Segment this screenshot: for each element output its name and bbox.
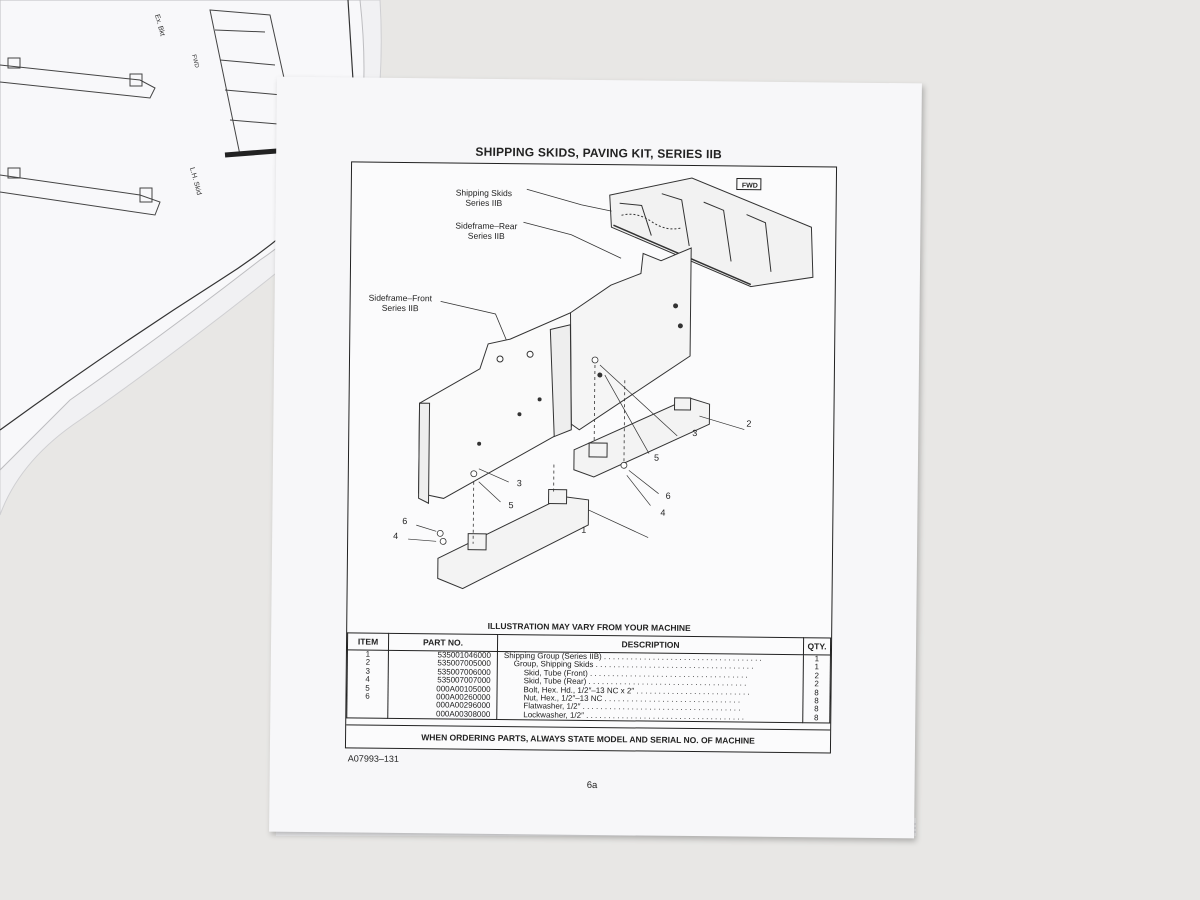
item-number: 1 — [581, 524, 587, 535]
callout-sideframe-front-text: Sideframe–Front Series IIB — [368, 292, 433, 314]
table-body: 1 2 3 4 5 6 535001046000 535007005000 53… — [346, 649, 831, 724]
callout-sideframe-rear-text: Sideframe–Rear Series IIB — [455, 220, 518, 242]
item-number: 5 — [653, 452, 660, 463]
document-number: A07993–131 — [347, 753, 399, 764]
item-number: 4 — [660, 507, 666, 518]
table-cell: 2 — [365, 658, 371, 668]
callout-sideframe-rear: Sideframe–Rear Series IIB — [455, 221, 517, 242]
table-cell: 4 — [365, 675, 370, 684]
table-cell: 1 — [365, 650, 371, 659]
front-skid — [437, 489, 590, 590]
callout-shipping-skids-text: Shipping Skids Series IIB — [455, 187, 513, 209]
item-number: 6 — [665, 490, 671, 501]
table-cell: 000A00308000 — [435, 709, 491, 719]
machine-overview-drawing — [609, 177, 814, 288]
table-cell: 2 — [814, 680, 819, 689]
header-part-no: PART NO. — [388, 633, 498, 652]
item-number: 4 — [393, 530, 399, 541]
page-number: 6a — [586, 779, 598, 792]
description-column: Shipping Group (Series IIB) . . . . . . … — [496, 651, 804, 723]
page-title: SHIPPING SKIDS, PAVING KIT, SERIES IIB — [475, 144, 723, 162]
table-cell: 8 — [814, 688, 819, 697]
front-sideframe — [418, 311, 572, 505]
manual-page: SHIPPING SKIDS, PAVING KIT, SERIES IIB F… — [269, 76, 922, 839]
item-number: 5 — [508, 500, 514, 511]
fwd-label: FWD — [742, 183, 758, 190]
callout-sideframe-front: Sideframe–Front Series IIB — [368, 292, 433, 314]
header-qty: QTY. — [803, 637, 831, 655]
rear-sideframe — [568, 247, 692, 431]
exploded-view-illustration: FWD — [408, 177, 814, 590]
table-cell: 8 — [814, 705, 819, 714]
item-number: 6 — [402, 515, 408, 527]
item-number: 3 — [516, 478, 522, 489]
fwd-arrow-icon — [736, 177, 762, 191]
table-cell: 1 — [814, 655, 820, 664]
table-cell: 1 — [814, 663, 820, 672]
item-number: 3 — [692, 428, 698, 439]
fwd-label-bg: FWD — [190, 54, 200, 69]
parts-table: ITEM PART NO. DESCRIPTION QTY. 1 2 3 — [346, 632, 831, 724]
table-cell: 8 — [814, 697, 819, 706]
table-cell: 8 — [814, 714, 819, 723]
table-cell: 5 — [365, 684, 370, 693]
table-cell: 3 — [365, 667, 371, 676]
rear-skid — [573, 397, 711, 478]
ordering-note: WHEN ORDERING PARTS, ALWAYS STATE MODEL … — [345, 724, 831, 753]
part-no-column: 535001046000 535007005000 535007006000 5… — [387, 650, 498, 720]
qty-column: 1 1 2 2 8 8 8 8 — [802, 654, 831, 724]
table-cell: 6 — [365, 692, 370, 701]
item-number: 2 — [746, 418, 752, 429]
item-column: 1 2 3 4 5 6 — [346, 649, 389, 719]
table-cell: 2 — [814, 672, 819, 681]
header-item: ITEM — [347, 632, 389, 651]
parts-frame: FWD — [344, 161, 838, 754]
table-cell: Lockwasher, 1/2″ . . . . . . . . . . . .… — [523, 710, 745, 722]
callout-shipping-skids: Shipping Skids Series IIB — [456, 188, 512, 209]
